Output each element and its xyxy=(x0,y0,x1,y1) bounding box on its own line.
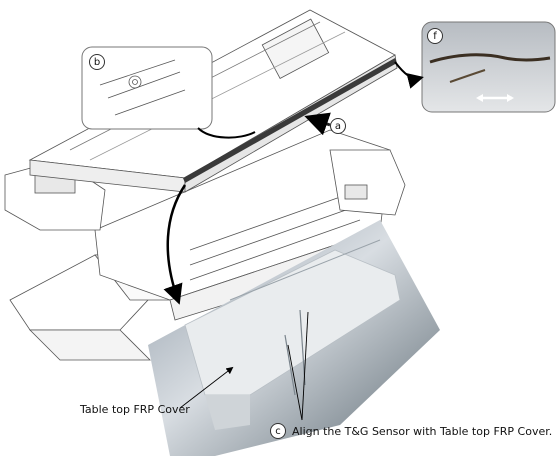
label-frp-cover: Table top FRP Cover xyxy=(80,403,190,416)
leader-photo xyxy=(163,184,187,305)
callout-f: f xyxy=(427,28,443,44)
leader-align-2 xyxy=(301,311,309,421)
leader-b xyxy=(197,127,256,139)
table-end-right xyxy=(329,149,406,216)
leader-align-1 xyxy=(287,344,303,421)
arrow-a xyxy=(304,112,331,136)
leader-frp-cover xyxy=(179,366,234,409)
callout-b: b xyxy=(89,54,105,70)
tg-sensor-strip xyxy=(183,58,397,183)
detail-photo-c xyxy=(148,220,440,456)
detail-box-f xyxy=(421,21,556,113)
detail-box-b xyxy=(81,46,213,130)
callout-a: a xyxy=(330,118,346,134)
leader-f xyxy=(394,61,424,89)
callout-c: c xyxy=(270,423,286,439)
label-align-instruction: Align the T&G Sensor with Table top FRP … xyxy=(292,425,553,438)
